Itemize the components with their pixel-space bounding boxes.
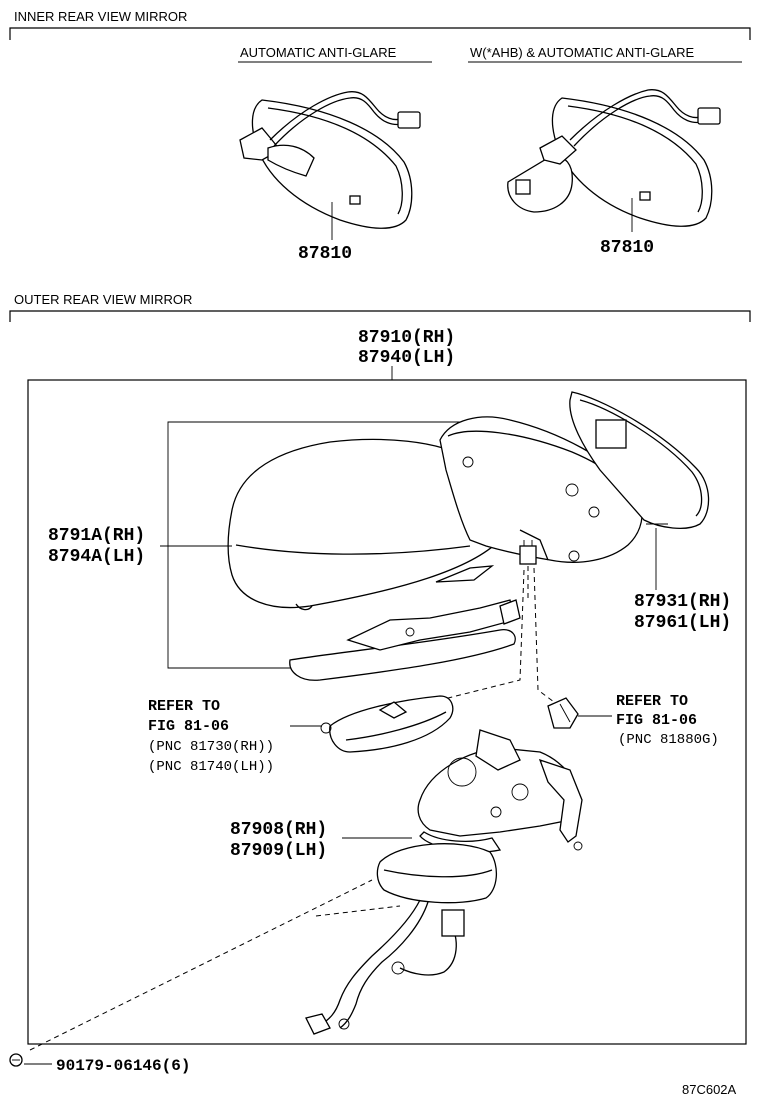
bulb-drawing bbox=[547, 697, 579, 729]
turn-signal-lamp-drawing bbox=[320, 695, 454, 753]
mirror-base-drawing bbox=[376, 729, 583, 904]
variant-label-auto-anti-glare: AUTOMATIC ANTI-GLARE bbox=[240, 45, 397, 60]
connector-drawing bbox=[519, 540, 537, 565]
mirror-glass-part-lh: 87961(LH) bbox=[634, 613, 731, 633]
lower-garnish-drawing bbox=[289, 599, 521, 681]
screw-dash bbox=[29, 879, 373, 1051]
wire-harness-drawing bbox=[305, 899, 465, 1035]
cover-part-rh: 8791A(RH) bbox=[48, 526, 145, 546]
bulb-ref-line2: FIG 81-06 bbox=[616, 712, 697, 729]
mirror-glass-drawing bbox=[569, 391, 710, 530]
screw-part-number: 90179-06146(6) bbox=[56, 1057, 190, 1075]
base-part-rh: 87908(RH) bbox=[230, 820, 327, 840]
cover-group-bracket bbox=[167, 421, 466, 669]
mirror-cover-drawing bbox=[227, 438, 505, 611]
assembly-frame bbox=[27, 379, 747, 1045]
bulb-dash bbox=[533, 567, 555, 703]
bulb-ref-line1: REFER TO bbox=[616, 693, 688, 710]
outer-section-bracket bbox=[9, 310, 751, 322]
part-number-87810-auto: 87810 bbox=[298, 244, 352, 264]
outer-section-title: OUTER REAR VIEW MIRROR bbox=[14, 292, 192, 307]
mirror-housing-drawing bbox=[435, 416, 643, 583]
mirror-glass-part-rh: 87931(RH) bbox=[634, 592, 731, 612]
inner-mirror-ahb-drawing bbox=[507, 89, 721, 232]
turn-lamp-ref-line3: (PNC 81730(RH)) bbox=[148, 739, 274, 755]
inner-section-bracket bbox=[9, 27, 751, 40]
figure-code: 87C602A bbox=[682, 1082, 737, 1097]
assembly-part-rh: 87910(RH) bbox=[358, 328, 455, 348]
screw-icon bbox=[9, 1053, 23, 1067]
turn-lamp-ref-line2: FIG 81-06 bbox=[148, 718, 229, 735]
base-part-lh: 87909(LH) bbox=[230, 841, 327, 861]
part-number-87810-ahb: 87810 bbox=[600, 238, 654, 258]
inner-section-title: INNER REAR VIEW MIRROR bbox=[14, 9, 187, 24]
turn-lamp-dash bbox=[439, 569, 525, 701]
assembly-part-lh: 87940(LH) bbox=[358, 348, 455, 368]
harness-dash bbox=[315, 905, 401, 917]
cover-part-lh: 8794A(LH) bbox=[48, 547, 145, 567]
turn-lamp-ref-line4: (PNC 81740(LH)) bbox=[148, 759, 274, 775]
turn-lamp-ref-line1: REFER TO bbox=[148, 698, 220, 715]
variant-label-ahb-anti-glare: W(*AHB) & AUTOMATIC ANTI-GLARE bbox=[470, 45, 694, 60]
inner-mirror-auto-drawing bbox=[239, 91, 421, 240]
bulb-ref-line3: (PNC 81880G) bbox=[618, 732, 719, 748]
